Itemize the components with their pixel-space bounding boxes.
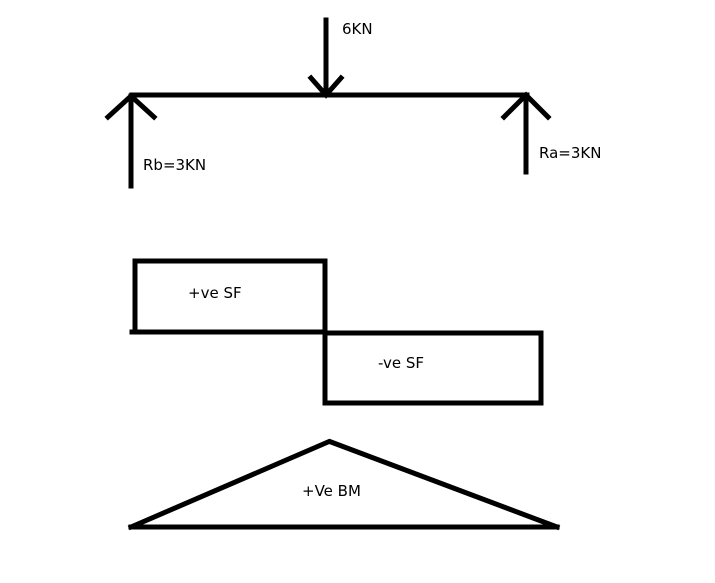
point-load-arrow bbox=[307, 17, 345, 99]
right-reaction-label: Ra=3KN bbox=[539, 144, 601, 162]
positive-shear-label: +ve SF bbox=[188, 284, 242, 302]
left-reaction-arrow bbox=[104, 92, 158, 189]
negative-shear-label: -ve SF bbox=[378, 354, 424, 372]
right-reaction-arrow bbox=[500, 91, 552, 175]
shear-force-positive-block bbox=[129, 258, 328, 335]
left-reaction-label: Rb=3KN bbox=[143, 156, 206, 174]
bending-moment-triangle bbox=[127, 438, 561, 531]
shear-force-negative-block bbox=[322, 329, 544, 406]
load-label: 6KN bbox=[342, 20, 373, 38]
bending-moment-label: +Ve BM bbox=[302, 482, 361, 500]
